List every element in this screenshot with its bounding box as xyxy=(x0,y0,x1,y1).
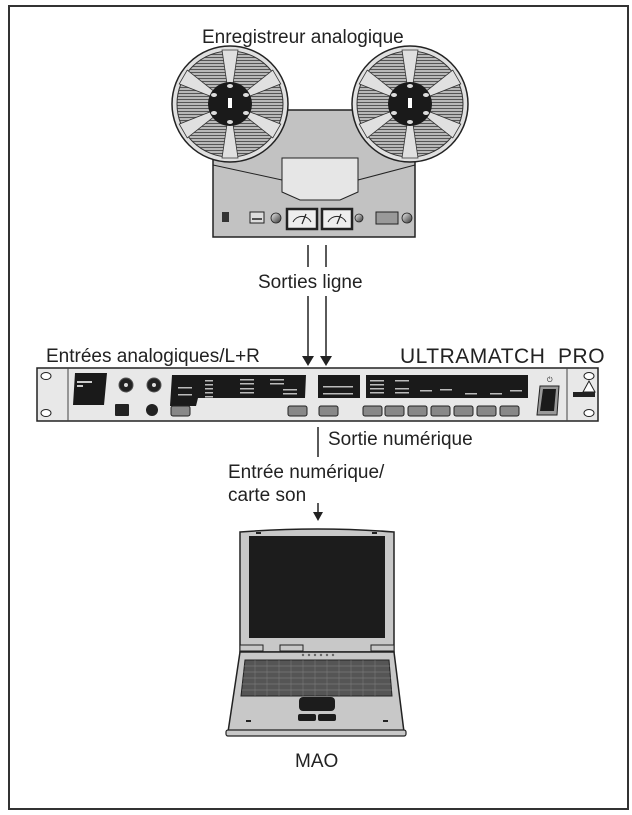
digital-connection-line xyxy=(313,427,323,521)
digital-input-label-line1: Entrée numérique/ xyxy=(228,462,385,483)
svg-text:⏻: ⏻ xyxy=(547,376,553,384)
left-reel-icon xyxy=(171,45,289,163)
digital-input-label-line2: carte son xyxy=(228,485,307,506)
tape-recorder-icon xyxy=(171,45,469,238)
computer-label: MAO xyxy=(295,751,339,772)
tape-recorder-label: Enregistreur analogique xyxy=(202,27,404,48)
ultramatch-pro-device-icon: ⏻ xyxy=(36,367,599,422)
digital-output-label: Sortie numérique xyxy=(328,429,473,450)
right-reel-icon xyxy=(351,45,469,163)
diagram-frame xyxy=(8,5,629,810)
analog-inputs-label: Entrées analogiques/L+R xyxy=(46,346,260,367)
laptop-icon xyxy=(225,528,407,737)
line-output-connectors xyxy=(302,245,332,366)
device-name-label: ULTRAMATCH PRO xyxy=(400,345,606,368)
line-outputs-label: Sorties ligne xyxy=(258,272,363,293)
